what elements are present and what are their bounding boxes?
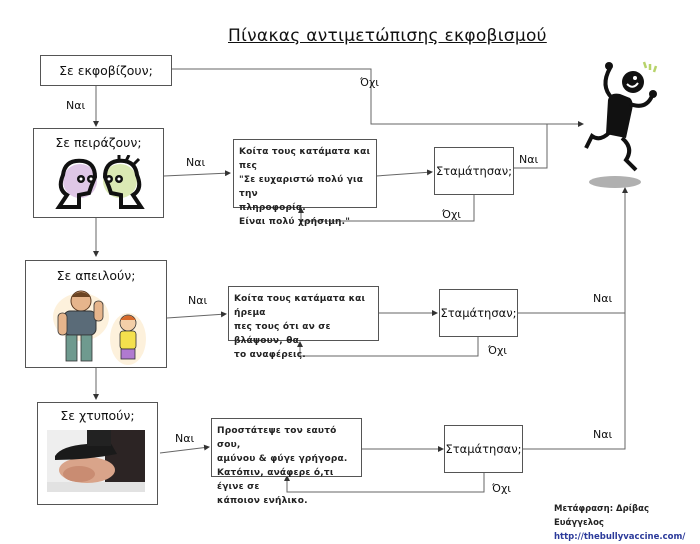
connector-step2-yes [166,311,227,319]
figure-shadow [589,176,641,188]
step3-check-box: Σταμάτησαν; [444,425,523,473]
start-yes-label: Ναι [66,99,86,112]
connector-check1-yes [513,124,548,169]
connector-start-no [171,68,584,127]
page-title: Πίνακας αντιμετώπισης εκφοβισμού [228,26,547,46]
step2-advice-box: Κοίτα τους κατάματα και ήρεμα πες τους ό… [228,286,379,360]
step2-check-box: Σταμάτησαν; [439,289,518,337]
step1-check-yes-label: Ναι [519,153,539,166]
step1-check-no-label: Όχι [442,208,462,221]
step1-check-label: Σταμάτησαν; [435,164,513,178]
connector-step3-yes [159,444,210,454]
bully-threatening-child-illustration [53,290,146,365]
step3-question-box: Σε χτυπούν; [37,402,158,505]
start-question-box: Σε εκφοβίζουν; [40,55,172,86]
advice-line: Κοίτα τους κατάματα και πες [239,147,371,171]
advice-line: αμύνου & φύγε γρήγορα. [217,454,348,464]
step3-check-label: Σταμάτησαν; [445,442,522,456]
step2-question-label: Σε απειλούν; [56,268,136,283]
source-url[interactable]: http://thebullyvaccine.com/ [554,532,686,542]
step1-yes-label: Ναι [186,156,206,169]
step3-question-label: Σε χτυπούν; [60,408,135,423]
step2-check-label: Σταμάτησαν; [440,306,517,320]
advice-line: Είναι πολύ χρήσιμη." [239,217,351,227]
step1-advice-box: Κοίτα τους κατάματα και πες "Σε ευχαριστ… [233,139,377,227]
step3-advice-box: Προστάτεψε τον εαυτό σου, αμύνου & φύγε … [211,418,362,506]
advice-line: πες τους ότι αν σε βλάψουν, θα [234,322,331,346]
step3-check-no-label: Όχι [492,482,512,495]
step1-check-box: Σταμάτησαν; [434,147,514,195]
advice-line: κάποιον ενήλικο. [217,496,308,506]
credit-block: Μετάφραση: Δρίβας Ευάγγελος http://thebu… [554,502,700,544]
advice-line: το αναφέρεις. [234,350,306,360]
connector-check3-yes [522,187,628,450]
advice-line: Κατόπιν, ανάφερε ό,τι έγινε σε [217,468,334,492]
step3-check-yes-label: Ναι [593,428,613,441]
connector-step1-yes [163,170,231,177]
step2-yes-label: Ναι [188,294,208,307]
boot-on-head-photo [47,430,145,492]
connector-check3-no [284,472,485,493]
step3-yes-label: Ναι [175,432,195,445]
advice-line: Προστάτεψε τον εαυτό σου, [217,426,337,450]
step2-check-yes-label: Ναι [593,292,613,305]
start-question-label: Σε εκφοβίζουν; [59,63,153,78]
step1-question-box: Σε πειράζουν; [33,128,164,218]
step1-question-label: Σε πειράζουν; [55,135,142,150]
start-no-label: Όχι [360,76,380,89]
advice-line: Κοίτα τους κατάματα και ήρεμα [234,294,366,318]
step2-question-box: Σε απειλούν; [25,260,167,368]
connector-advice1-check1 [375,169,433,177]
step2-check-no-label: Όχι [488,344,508,357]
happy-jumping-figure [584,61,658,172]
teasing-faces-illustration [55,155,145,209]
connector-check2-no [297,336,479,357]
connector-check1-no [298,194,475,222]
translator-credit: Μετάφραση: Δρίβας Ευάγγελος [554,504,649,528]
advice-line: "Σε ευχαριστώ πολύ για την [239,175,364,199]
advice-line: πληροφορία. [239,203,306,213]
